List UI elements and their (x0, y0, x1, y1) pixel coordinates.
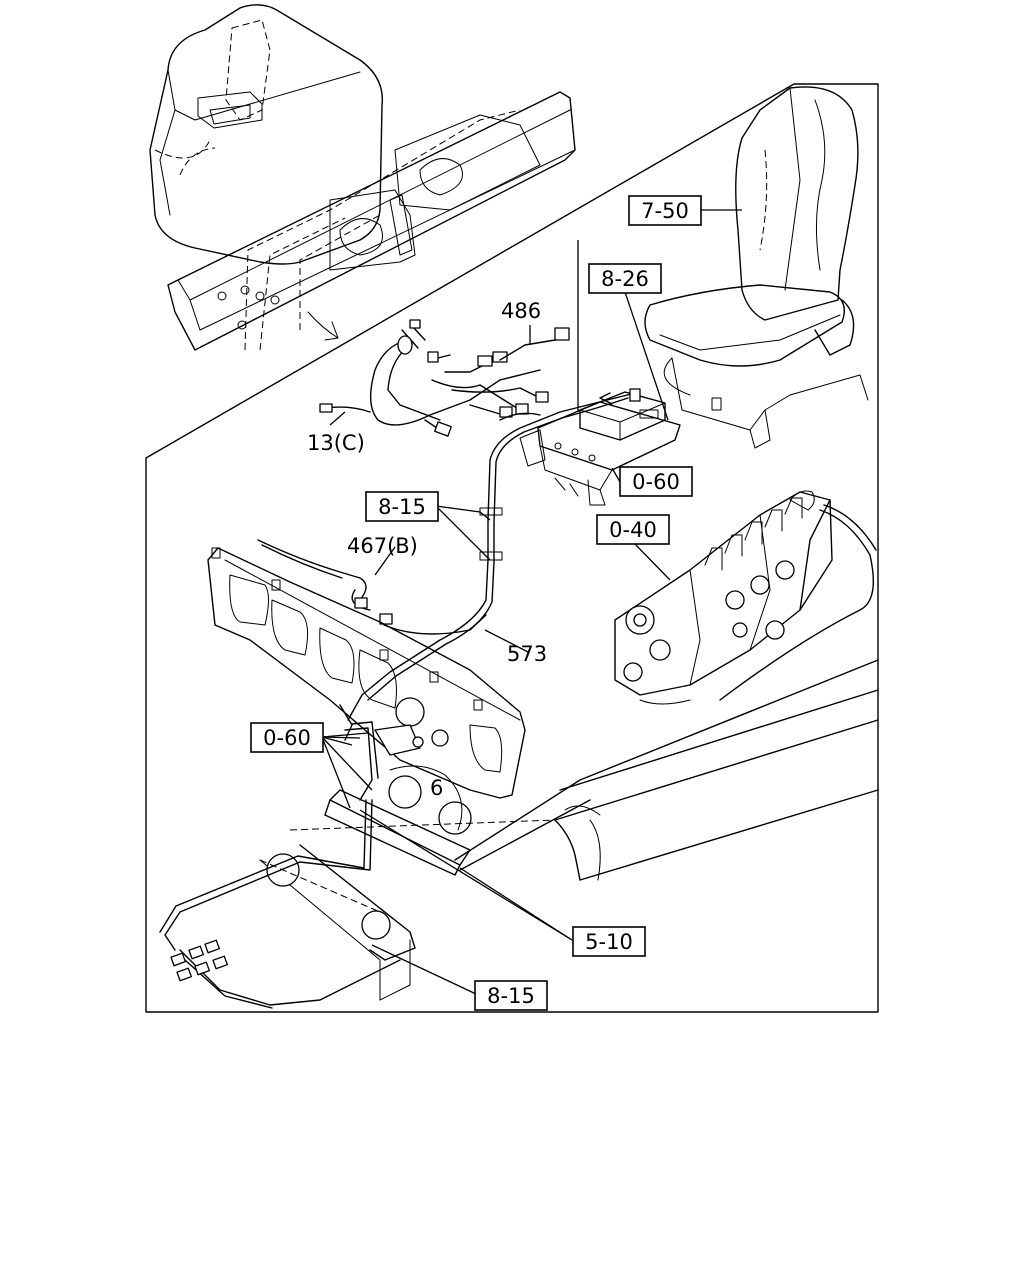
operator-seat (644, 86, 869, 449)
callout-8-15-lower: 8-15 (474, 980, 548, 1011)
harness-467b (257, 539, 393, 625)
callout-8-26-text: 8-26 (601, 267, 649, 291)
callout-0-60-controller: 0-60 (619, 466, 693, 497)
label-13c: 13(C) (307, 431, 365, 455)
detail-frame (145, 83, 879, 1013)
machine-overview-illustration (149, 4, 576, 351)
callout-0-40: 0-40 (596, 514, 670, 545)
injection-pump (614, 490, 877, 705)
label-467b: 467(B) (347, 534, 418, 558)
callout-0-60-bracket: 0-60 (250, 722, 324, 753)
harness-13c-and-486 (319, 319, 570, 437)
callout-0-60-bracket-text: 0-60 (263, 726, 311, 750)
callout-0-40-text: 0-40 (609, 518, 657, 542)
callout-7-50: 7-50 (628, 195, 702, 226)
leader-lines (321, 209, 742, 995)
frame-rail-and-lower-harness (159, 659, 879, 1009)
label-573: 573 (507, 642, 547, 666)
callout-5-10: 5-10 (572, 926, 646, 957)
label-486: 486 (501, 299, 541, 323)
callout-8-15-lower-text: 8-15 (487, 984, 535, 1008)
callout-0-60-controller-text: 0-60 (632, 470, 680, 494)
harness-573 (347, 388, 641, 721)
mounting-plate-6 (207, 547, 526, 835)
label-6: 6 (430, 776, 443, 800)
callout-8-26: 8-26 (588, 263, 662, 294)
callout-5-10-text: 5-10 (585, 930, 633, 954)
callout-7-50-text: 7-50 (641, 199, 689, 223)
callout-8-15-upper-text: 8-15 (378, 495, 426, 519)
callout-8-15-upper: 8-15 (365, 491, 439, 522)
